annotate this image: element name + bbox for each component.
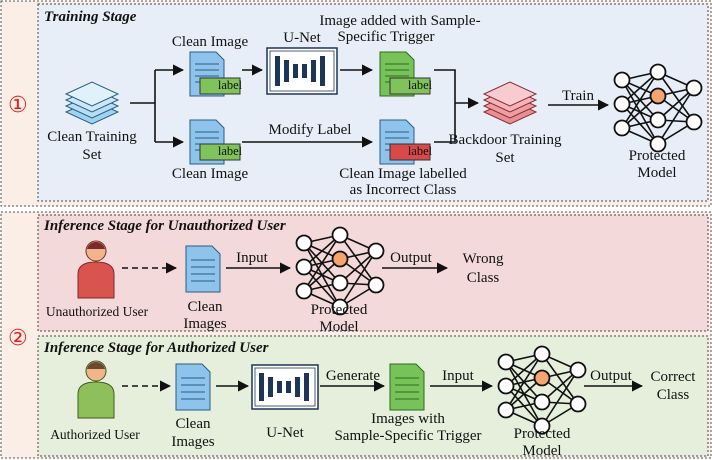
protected-model-training-label-1: Protected	[629, 148, 686, 164]
unauth-output-label: Output	[390, 250, 433, 266]
tag-clean-bottom: label	[218, 144, 243, 158]
nn-node	[331, 226, 349, 244]
protected-model-unauth-icon	[295, 226, 385, 316]
authorized-user-icon	[77, 360, 115, 419]
unauth-model-label-1: Protected	[311, 302, 368, 318]
tag-clean-top: label	[218, 78, 243, 92]
backdoor-set-icon	[482, 81, 538, 125]
nn-node	[649, 111, 667, 129]
nn-node	[649, 63, 667, 81]
unauth-images-label-1: Clean	[188, 299, 223, 315]
unet-auth-icon	[251, 364, 319, 410]
unauth-model-label-2: Model	[319, 319, 358, 335]
nn-node	[613, 95, 631, 113]
auth-stage-title: Inference Stage for Authorized User	[43, 340, 269, 356]
stage-two-marker: ②	[8, 326, 28, 351]
auth-stage-box	[37, 335, 709, 457]
tag-triggered: label	[408, 78, 433, 92]
nn-node	[367, 276, 385, 294]
unet-auth-label: U-Net	[266, 425, 304, 441]
auth-model-label-1: Protected	[514, 426, 571, 442]
backdoor-label-1: Backdoor Training	[449, 132, 562, 148]
unauth-input-label: Input	[236, 250, 268, 266]
nn-node	[295, 258, 313, 276]
auth-input-label: Input	[442, 368, 474, 384]
nn-node	[533, 393, 551, 411]
unauth-stage-box	[37, 214, 709, 332]
image-added-label-1: Image added with Sample-	[319, 13, 480, 29]
nn-node	[331, 274, 349, 292]
clean-image-bottom-label: Clean Image	[172, 166, 249, 182]
protected-model-training-icon	[613, 63, 703, 153]
nn-node	[367, 242, 385, 260]
auth-images-label-2: Images	[171, 434, 214, 450]
nn-node	[533, 345, 551, 363]
nn-node	[649, 87, 667, 105]
nn-node	[331, 298, 349, 316]
unauth-stage-title: Inference Stage for Unauthorized User	[43, 218, 286, 234]
clean-image-top-label: Clean Image	[172, 34, 249, 50]
clean-image-top-icon	[189, 51, 241, 97]
nn-node	[685, 113, 703, 131]
incorrect-image-icon	[379, 119, 431, 165]
clean-training-set-label-1: Clean Training	[47, 129, 137, 145]
clean-training-set-label-2: Set	[82, 147, 102, 163]
authorized-user-label: Authorized User	[50, 427, 140, 442]
nn-node	[569, 361, 587, 379]
nn-node	[497, 401, 515, 419]
unauth-images-label-2: Images	[183, 316, 226, 332]
clean-image-bottom-icon	[189, 119, 241, 165]
nn-node	[295, 234, 313, 252]
nn-node	[613, 119, 631, 137]
stage-one-marker: ①	[8, 93, 28, 118]
clean-training-set-icon	[64, 81, 120, 125]
nn-node	[613, 71, 631, 89]
nn-node	[295, 282, 313, 300]
triggered-images-icon	[389, 363, 425, 411]
train-label: Train	[562, 88, 594, 104]
protected-model-training-label-2: Model	[637, 165, 676, 181]
split-connector	[130, 70, 156, 142]
nn-node	[685, 79, 703, 97]
unet-training-icon	[266, 47, 338, 95]
protected-model-auth-icon	[497, 345, 587, 435]
auth-output-label: Output	[590, 368, 633, 384]
generate-label: Generate	[326, 368, 380, 384]
nn-node	[497, 377, 515, 395]
unauthorized-user-icon	[77, 240, 115, 299]
wrong-class-label-2: Class	[467, 270, 500, 286]
auth-clean-images-icon	[175, 363, 211, 411]
triggered-images-label-1: Images with	[371, 411, 445, 427]
auth-images-label-1: Clean	[176, 416, 211, 432]
triggered-image-icon	[379, 51, 431, 97]
training-stage-title: Training Stage	[44, 9, 137, 25]
wrong-class-label-1: Wrong	[462, 251, 504, 267]
nn-node	[533, 369, 551, 387]
triggered-images-label-2: Sample-Specific Trigger	[334, 428, 481, 444]
backdoor-label-2: Set	[495, 150, 515, 166]
nn-node	[331, 250, 349, 268]
correct-class-label-2: Class	[657, 387, 690, 403]
image-added-label-2: Specific Trigger	[337, 29, 434, 45]
correct-class-label-1: Correct	[651, 369, 697, 385]
nn-node	[497, 353, 515, 371]
nn-node	[649, 135, 667, 153]
modify-label-text: Modify Label	[269, 122, 352, 138]
incorrect-label-2: as Incorrect Class	[350, 182, 457, 198]
nn-node	[533, 417, 551, 435]
merge-connector	[434, 69, 456, 143]
unauth-clean-images-icon	[185, 245, 221, 293]
incorrect-label-1: Clean Image labelled	[339, 166, 467, 182]
nn-node	[569, 395, 587, 413]
unet-training-label: U-Net	[283, 30, 321, 46]
unauthorized-user-label: Unauthorized User	[46, 304, 149, 319]
auth-model-label-2: Model	[522, 443, 561, 459]
tag-incorrect: label	[408, 144, 433, 158]
